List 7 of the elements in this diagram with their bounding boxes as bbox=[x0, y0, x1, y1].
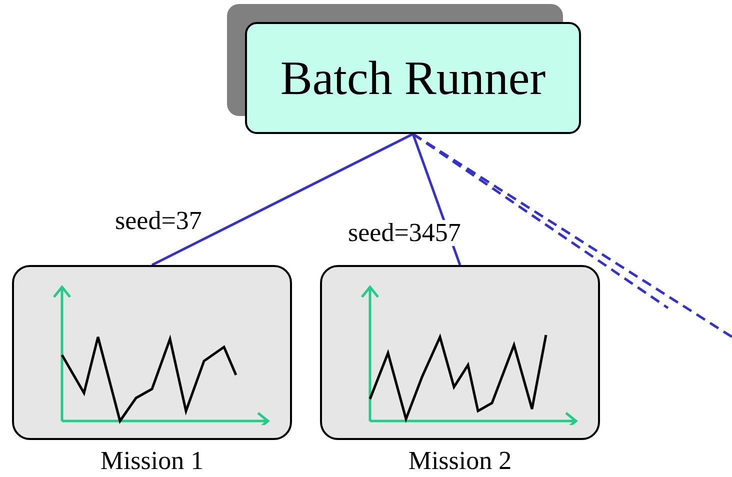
chart-card bbox=[12, 265, 292, 440]
connector bbox=[151, 132, 414, 266]
node-label: Mission 2 bbox=[408, 446, 512, 476]
edge-label: seed=3457 bbox=[348, 220, 461, 246]
chart-card bbox=[320, 265, 600, 440]
node-label: Mission 1 bbox=[100, 446, 204, 476]
process-box: Batch Runner bbox=[245, 22, 581, 134]
